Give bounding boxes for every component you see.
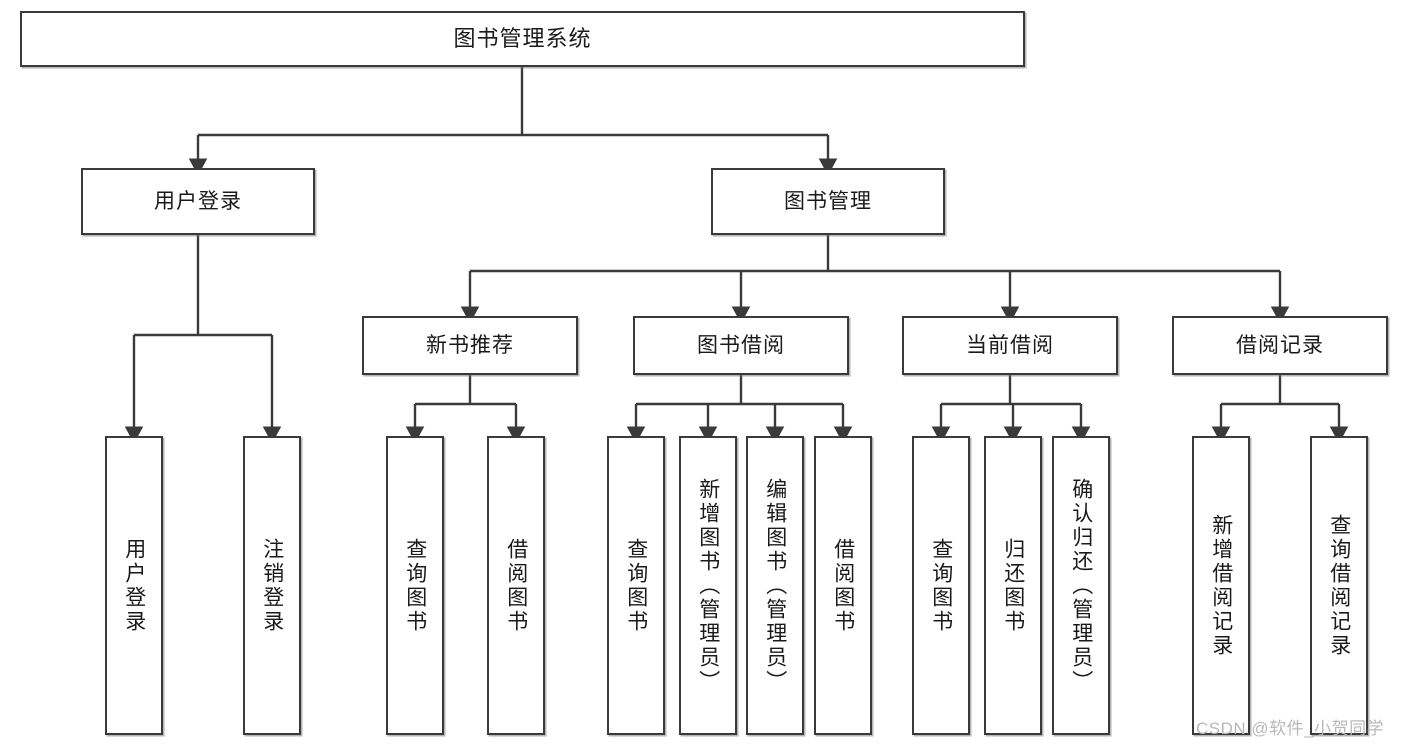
- node-label: 借阅图书: [831, 537, 855, 634]
- node-label: 查询图书: [929, 537, 953, 634]
- node-label: 查询图书: [624, 537, 648, 634]
- node-label: 查询图书: [403, 537, 427, 634]
- node-leaf-6[interactable]: 新增图书（管理员）: [679, 436, 737, 735]
- node-leaf-2[interactable]: 注销登录: [243, 436, 301, 735]
- node-label: 确认归还（管理员）: [1069, 477, 1093, 694]
- node-label: 编辑图书（管理员）: [763, 477, 787, 694]
- node-leaf-9[interactable]: 查询图书: [912, 436, 970, 735]
- node-label: 用户登录: [154, 189, 242, 213]
- node-label: 新增借阅记录: [1209, 513, 1233, 658]
- node-label: 借阅记录: [1236, 333, 1324, 357]
- node-user-login[interactable]: 用户登录: [81, 168, 315, 235]
- node-new-book-rec[interactable]: 新书推荐: [362, 316, 578, 375]
- node-label: 查询借阅记录: [1327, 513, 1351, 658]
- node-leaf-11[interactable]: 确认归还（管理员）: [1052, 436, 1110, 735]
- connector-lines: [124, 67, 1349, 444]
- node-leaf-7[interactable]: 编辑图书（管理员）: [746, 436, 804, 735]
- node-label: 新增图书（管理员）: [696, 477, 720, 694]
- node-leaf-8[interactable]: 借阅图书: [814, 436, 872, 735]
- node-leaf-13[interactable]: 查询借阅记录: [1310, 436, 1368, 735]
- node-label: 新书推荐: [426, 333, 514, 357]
- node-leaf-1[interactable]: 用户登录: [105, 436, 163, 735]
- node-label: 图书管理系统: [453, 25, 592, 51]
- node-book-manage[interactable]: 图书管理: [711, 168, 945, 235]
- node-book-borrow[interactable]: 图书借阅: [633, 316, 849, 375]
- node-label: 借阅图书: [504, 537, 528, 634]
- node-root[interactable]: 图书管理系统: [20, 11, 1025, 67]
- node-leaf-10[interactable]: 归还图书: [984, 436, 1042, 735]
- node-label: 归还图书: [1001, 537, 1025, 634]
- node-leaf-3[interactable]: 查询图书: [386, 436, 444, 735]
- node-label: 图书管理: [784, 189, 872, 213]
- node-label: 注销登录: [260, 537, 284, 634]
- node-current-borrow[interactable]: 当前借阅: [902, 316, 1118, 375]
- node-label: 当前借阅: [966, 333, 1054, 357]
- node-borrow-record[interactable]: 借阅记录: [1172, 316, 1388, 375]
- node-leaf-5[interactable]: 查询图书: [607, 436, 665, 735]
- node-leaf-12[interactable]: 新增借阅记录: [1192, 436, 1250, 735]
- node-label: 用户登录: [122, 537, 146, 634]
- node-leaf-4[interactable]: 借阅图书: [487, 436, 545, 735]
- node-label: 图书借阅: [697, 333, 785, 357]
